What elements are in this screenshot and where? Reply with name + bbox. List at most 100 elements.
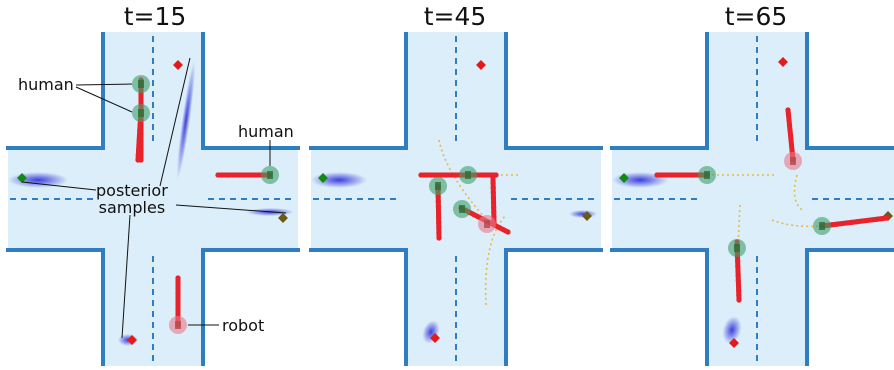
intersection-2 [309, 32, 603, 368]
human-body [465, 171, 471, 179]
intersection-3 [610, 32, 894, 368]
trajectory-human-2-point [135, 157, 141, 163]
goal-diamond-icon [582, 211, 592, 221]
robot-body [484, 220, 490, 228]
predicted-path-1 [438, 139, 492, 226]
trajectory-robot-point [789, 147, 795, 153]
trajectory-robot-point [175, 275, 181, 281]
trajectory-robot-point [175, 301, 181, 307]
trajectory-human-1-point [433, 172, 439, 178]
trajectory-human-2-point [436, 230, 442, 236]
trajectory-human-1-point [478, 172, 484, 178]
leader-human-1 [75, 83, 133, 86]
trajectory-human-3-point [849, 219, 855, 225]
trajectory-human-1-point [438, 172, 444, 178]
panel-title-1: t=15 [123, 2, 187, 31]
trajectory-human-2-point [435, 193, 441, 199]
posterior-cloud-bottom [722, 316, 742, 344]
panel-title-3: t=65 [724, 2, 788, 31]
trajectory-human-3-point [215, 172, 221, 178]
trajectory-human-3-point [874, 216, 880, 222]
trajectory-human-2-point [435, 199, 441, 205]
human-body [734, 244, 740, 252]
trajectory-human-2-point [136, 132, 143, 138]
trajectory-human-3-point [231, 172, 237, 178]
trajectory-human-2-point [436, 214, 442, 220]
trajectory-robot-point [787, 132, 794, 138]
curb-top-right [504, 32, 603, 150]
trajectory-human-3-point [496, 225, 503, 231]
trajectory-human-1-point [669, 172, 675, 178]
trajectory-human-2-point [735, 268, 741, 274]
trajectory-robot-point [490, 185, 496, 191]
trajectory-robot-point [490, 190, 496, 196]
trajectory-robot-point [490, 199, 497, 206]
trajectory-robot-point [175, 306, 181, 312]
trajectory-robot-point [786, 122, 793, 128]
trajectory-human-2-point [436, 235, 442, 241]
trajectory-human-2-point [435, 204, 441, 210]
panel-title-2: t=45 [423, 2, 487, 31]
curb-top-left [610, 32, 709, 150]
curb-bottom-right [201, 248, 300, 368]
robot-body [175, 321, 181, 329]
trajectory-human-3-point [220, 172, 226, 178]
trajectory-human-3-point [257, 172, 263, 178]
trajectory-human-1-point [654, 172, 660, 178]
trajectory-human-2-point [736, 292, 742, 298]
trajectory-human-3-point [844, 220, 850, 226]
leader-human-2 [75, 86, 133, 113]
trajectory-human-1-point [659, 172, 665, 178]
human-body [138, 109, 144, 117]
predicted-path-2 [737, 204, 741, 246]
trajectory-human-3-point [834, 221, 840, 227]
trajectory-human-3-point [879, 216, 885, 222]
trajectory-human-3-point [505, 229, 511, 235]
trajectory-human-1-point [664, 172, 670, 178]
posterior-samples-label: posterior samples [96, 182, 168, 216]
trajectory-human-2-point [136, 147, 142, 153]
trajectory-human-1-point [138, 97, 144, 103]
trajectory-human-2-point [735, 258, 741, 264]
trajectory-human-3-point [241, 172, 247, 178]
curb-top-left [309, 32, 408, 150]
trajectory-human-3-point [884, 215, 890, 221]
trajectory-robot-point [490, 175, 496, 181]
trajectory-human-2-point [136, 142, 142, 148]
curb-bottom-left [610, 248, 709, 368]
trajectory-human-1-point [453, 172, 459, 178]
trajectory-robot-point [785, 107, 791, 113]
posterior-label-line1: posterior [96, 181, 168, 200]
curb-bottom-left [6, 248, 105, 368]
road-horizontal [612, 148, 894, 250]
trajectory-human-3-point [869, 217, 875, 223]
trajectory-robot-point [786, 117, 792, 123]
human-body [435, 182, 441, 190]
human-body [704, 171, 710, 179]
trajectory-human-3-point [251, 172, 257, 178]
trajectory-robot-point [175, 311, 181, 318]
trajectory-robot-point [787, 127, 793, 133]
leader-posterior-top [159, 57, 191, 187]
human-label-right: human [238, 122, 294, 141]
trajectory-human-2-point [136, 137, 142, 143]
trajectory-human-1-point [674, 172, 680, 178]
trajectory-human-2-point [735, 282, 742, 289]
trajectory-human-1-point [418, 172, 424, 178]
goal-diamond-icon [778, 57, 788, 67]
trajectory-robot-point [490, 194, 497, 201]
posterior-label-line2: samples [98, 198, 166, 217]
trajectory-robot-point [175, 296, 181, 302]
curb-top-right [805, 32, 894, 150]
goal-diamond-icon [729, 338, 739, 348]
goal-diamond-icon [430, 333, 440, 343]
human-body [267, 171, 273, 179]
trajectory-human-2-point [137, 127, 143, 133]
goal-diamond-icon [278, 213, 288, 223]
trajectory-human-2-point [135, 152, 141, 158]
leader-posterior-bottom [121, 214, 131, 339]
trajectory-human-2-point [435, 209, 442, 215]
curb-top-right [201, 32, 300, 150]
robot-body [790, 157, 796, 165]
trajectory-robot-point [490, 180, 496, 186]
